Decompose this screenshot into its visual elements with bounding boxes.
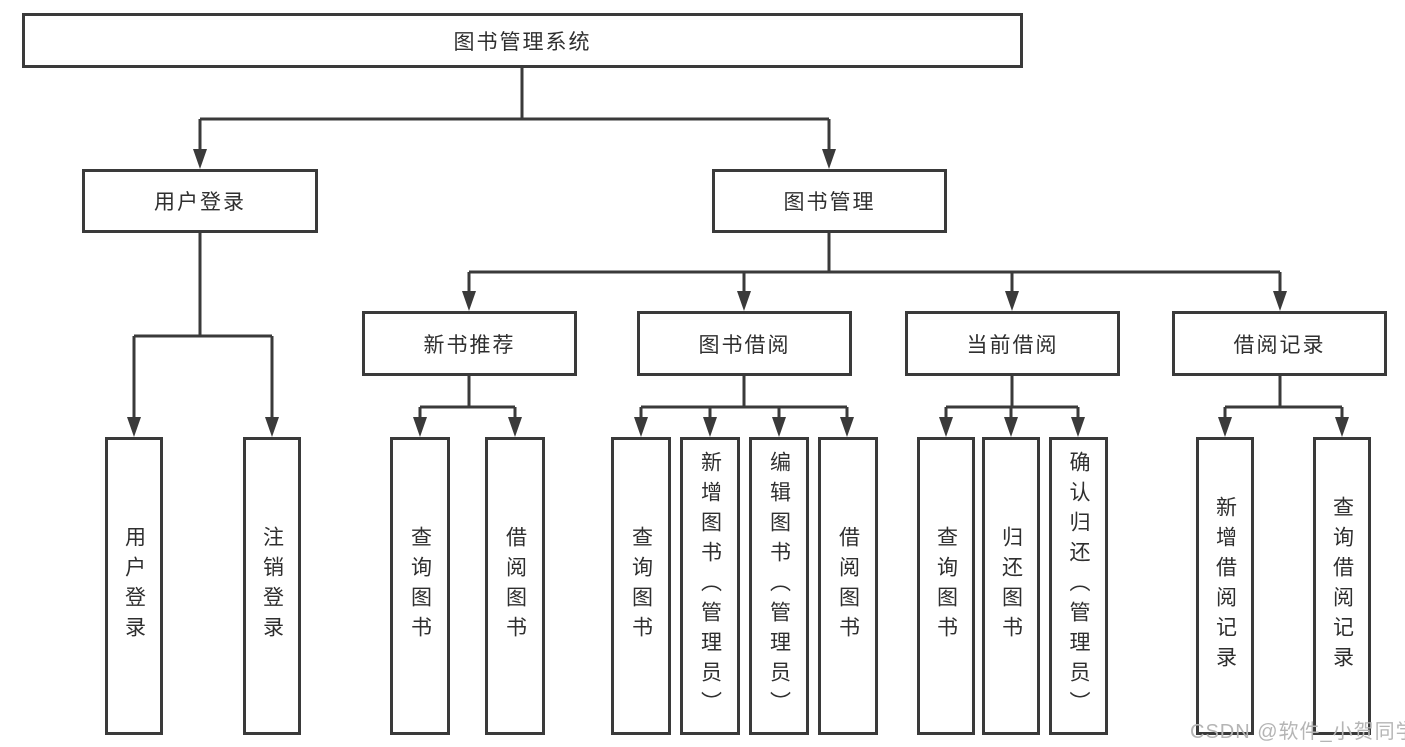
connector-new-book-to-leaves bbox=[418, 376, 517, 428]
arrowhead-bb-add-books bbox=[703, 417, 717, 437]
node-cb-query-books: 查询图书 bbox=[917, 437, 975, 735]
node-cb-confirm-return-label: 确认归还（管理员） bbox=[1067, 451, 1090, 721]
arrowhead-bb-edit-books bbox=[772, 417, 786, 437]
node-book-borrow: 图书借阅 bbox=[637, 311, 852, 376]
connector-borrow-records-to-leaves bbox=[1223, 376, 1344, 428]
node-leaf-logout-label: 注销登录 bbox=[260, 526, 284, 646]
connector-book-borrow-to-leaves bbox=[639, 376, 849, 428]
node-nb-query-books: 查询图书 bbox=[390, 437, 450, 735]
csdn-watermark: CSDN @软件_小贺同学 bbox=[1190, 721, 1405, 743]
node-borrow-records-label: 借阅记录 bbox=[1233, 333, 1326, 357]
node-bb-edit-books-label: 编辑图书（管理员） bbox=[767, 451, 791, 721]
node-root-label: 图书管理系统 bbox=[453, 30, 592, 54]
node-leaf-user-login-label: 用户登录 bbox=[122, 526, 146, 646]
arrowhead-borrow-records bbox=[1273, 291, 1287, 311]
node-cb-confirm-return: 确认归还（管理员） bbox=[1049, 437, 1108, 735]
arrowhead-br-query-record bbox=[1335, 417, 1349, 437]
node-bb-query-books: 查询图书 bbox=[611, 437, 671, 735]
arrowhead-cb-confirm-return bbox=[1071, 417, 1085, 437]
node-book-management: 图书管理 bbox=[712, 169, 947, 233]
node-bb-query-books-label: 查询图书 bbox=[629, 526, 653, 646]
arrowhead-current-borrow bbox=[1005, 291, 1019, 311]
arrowheads bbox=[127, 149, 1349, 437]
node-br-add-record: 新增借阅记录 bbox=[1196, 437, 1254, 735]
node-bb-borrow-books: 借阅图书 bbox=[818, 437, 878, 735]
connector-book-management-to-level3 bbox=[467, 233, 1282, 302]
node-book-management-label: 图书管理 bbox=[783, 191, 876, 214]
node-current-borrow-label: 当前借阅 bbox=[966, 333, 1059, 357]
arrowhead-user-login bbox=[193, 149, 207, 169]
connector-root-to-level2 bbox=[198, 68, 831, 160]
node-root: 图书管理系统 bbox=[22, 13, 1023, 68]
node-bb-edit-books: 编辑图书（管理员） bbox=[749, 437, 809, 735]
arrowhead-bb-borrow-books bbox=[840, 417, 854, 437]
node-bb-borrow-books-label: 借阅图书 bbox=[836, 526, 860, 646]
arrowhead-book-management bbox=[822, 149, 836, 169]
node-nb-query-books-label: 查询图书 bbox=[408, 526, 432, 646]
node-bb-add-books: 新增图书（管理员） bbox=[680, 437, 740, 735]
node-user-login: 用户登录 bbox=[82, 169, 318, 233]
node-br-add-record-label: 新增借阅记录 bbox=[1213, 496, 1237, 676]
node-book-borrow-label: 图书借阅 bbox=[698, 333, 791, 357]
arrowhead-br-add-record bbox=[1218, 417, 1232, 437]
node-br-query-record-label: 查询借阅记录 bbox=[1330, 496, 1354, 676]
arrowhead-bb-query-books bbox=[634, 417, 648, 437]
node-bb-add-books-label: 新增图书（管理员） bbox=[698, 451, 722, 721]
node-new-book-recommend: 新书推荐 bbox=[362, 311, 577, 376]
node-leaf-logout: 注销登录 bbox=[243, 437, 301, 735]
connector-user-login-to-leaves bbox=[132, 233, 274, 428]
node-cb-query-books-label: 查询图书 bbox=[934, 526, 958, 646]
node-br-query-record: 查询借阅记录 bbox=[1313, 437, 1371, 735]
arrowhead-book-borrow bbox=[737, 291, 751, 311]
node-nb-borrow-books-label: 借阅图书 bbox=[503, 526, 527, 646]
arrowhead-nb-borrow-books bbox=[508, 417, 522, 437]
node-cb-return-books-label: 归还图书 bbox=[999, 526, 1023, 646]
node-nb-borrow-books: 借阅图书 bbox=[485, 437, 545, 735]
arrowhead-leaf-user-login bbox=[127, 417, 141, 437]
node-current-borrow: 当前借阅 bbox=[905, 311, 1120, 376]
node-borrow-records: 借阅记录 bbox=[1172, 311, 1387, 376]
arrowhead-cb-return-books bbox=[1004, 417, 1018, 437]
node-cb-return-books: 归还图书 bbox=[982, 437, 1040, 735]
arrowhead-leaf-logout bbox=[265, 417, 279, 437]
arrowhead-new-book-recommend bbox=[462, 291, 476, 311]
node-user-login-label: 用户登录 bbox=[154, 191, 246, 214]
node-leaf-user-login: 用户登录 bbox=[105, 437, 163, 735]
node-new-book-recommend-label: 新书推荐 bbox=[423, 333, 516, 357]
arrowhead-cb-query-books bbox=[939, 417, 953, 437]
arrowhead-nb-query-books bbox=[413, 417, 427, 437]
